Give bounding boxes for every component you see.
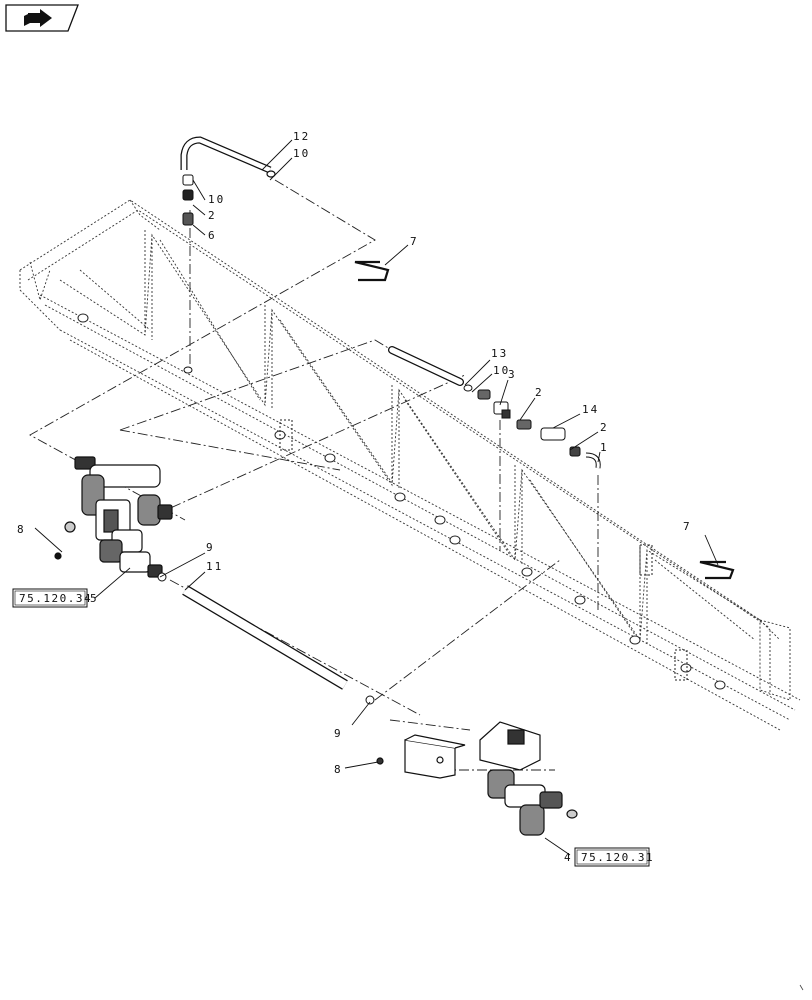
callout-4: 4: [564, 851, 573, 864]
callout-11: 11: [206, 560, 223, 573]
callout-14: 14: [582, 403, 599, 416]
hose-11: [157, 572, 375, 705]
callout-labels: 12 10 10 2 6 7 13 10 3 2 14 2 1 7 8 9 11…: [17, 130, 692, 864]
reference-box-75-120-34[interactable]: 75.120.34: [12, 588, 92, 608]
callout-13: 13: [491, 347, 508, 360]
callout-leaders: [34, 139, 719, 856]
callout-3: 3: [508, 368, 517, 381]
u-bolt-upper: [354, 260, 390, 282]
frame-mounting-bosses: [77, 313, 726, 690]
callout-10: 10: [208, 193, 225, 206]
reference-link-text: 75.120.34: [19, 592, 92, 605]
bracket: [376, 734, 466, 779]
callout-8: 8: [17, 523, 26, 536]
hose-12: [180, 136, 276, 178]
callout-1: 1: [600, 441, 609, 454]
callout-2: 2: [208, 209, 217, 222]
callout-10: 10: [293, 147, 310, 160]
next-page-button[interactable]: [5, 4, 79, 32]
reference-link-text: 75.120.31: [581, 851, 654, 864]
valve-assembly-left: [54, 456, 173, 578]
callout-7: 7: [683, 520, 692, 533]
callout-12: 12: [293, 130, 310, 143]
valve-assembly-right: [479, 721, 578, 836]
callout-6: 6: [208, 229, 217, 242]
callout-2: 2: [600, 421, 609, 434]
callout-2: 2: [535, 386, 544, 399]
hose-13: [388, 346, 464, 386]
callout-8: 8: [334, 763, 343, 776]
fittings-row-upper: [463, 384, 601, 469]
callout-9: 9: [334, 727, 343, 740]
next-page-arrow-icon: [24, 9, 52, 27]
corner-mark: [799, 984, 804, 991]
callout-7: 7: [410, 235, 419, 248]
callout-5: 5: [90, 592, 99, 605]
u-bolt-lower: [699, 560, 735, 580]
callout-9: 9: [206, 541, 215, 554]
callout-10: 10: [493, 364, 510, 377]
reference-box-75-120-31[interactable]: 75.120.31: [574, 847, 654, 867]
boom-truss-frame: [19, 199, 801, 731]
